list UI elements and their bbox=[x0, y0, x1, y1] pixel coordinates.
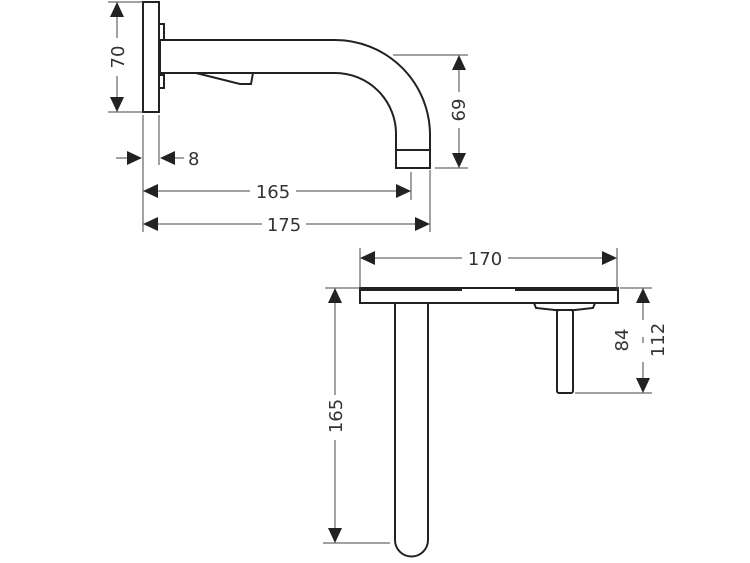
dimension-plate-width: 170 bbox=[359, 248, 618, 290]
dimension-label-112: 112 bbox=[648, 323, 669, 357]
dimension-spout-drop: 69 bbox=[393, 54, 468, 169]
dimension-plate-thickness: 8 bbox=[116, 115, 199, 232]
wall-plate bbox=[142, 1, 160, 113]
dimension-label: 175 bbox=[267, 215, 301, 236]
dimension-label-84: 84 bbox=[612, 329, 633, 352]
plate-boss-top bbox=[158, 23, 165, 41]
lever-under-spout bbox=[195, 72, 255, 85]
mounting-plate-top-view bbox=[359, 287, 619, 304]
spout bbox=[159, 39, 431, 169]
dimension-label: 165 bbox=[326, 399, 347, 433]
top-view: 170 165 84 112 bbox=[323, 248, 669, 558]
dimension-lever: 84 112 bbox=[575, 287, 669, 394]
dimension-label: 8 bbox=[188, 149, 199, 170]
dimension-overall-reach: 175 bbox=[143, 170, 431, 236]
dimension-plate-height: 70 bbox=[108, 1, 143, 113]
dimension-label: 69 bbox=[447, 99, 468, 122]
lever-handle bbox=[556, 309, 574, 394]
side-view: 70 69 8 165 bbox=[108, 1, 468, 236]
plate-boss-bottom bbox=[158, 74, 165, 89]
dimension-spout-length: 165 bbox=[323, 287, 390, 544]
dimension-label: 165 bbox=[256, 182, 290, 203]
lever-base bbox=[532, 302, 597, 311]
dimension-spout-reach: 165 bbox=[143, 172, 412, 203]
dimension-label: 70 bbox=[108, 46, 129, 69]
dimension-label: 170 bbox=[468, 249, 502, 270]
spout-top-view bbox=[394, 303, 429, 558]
